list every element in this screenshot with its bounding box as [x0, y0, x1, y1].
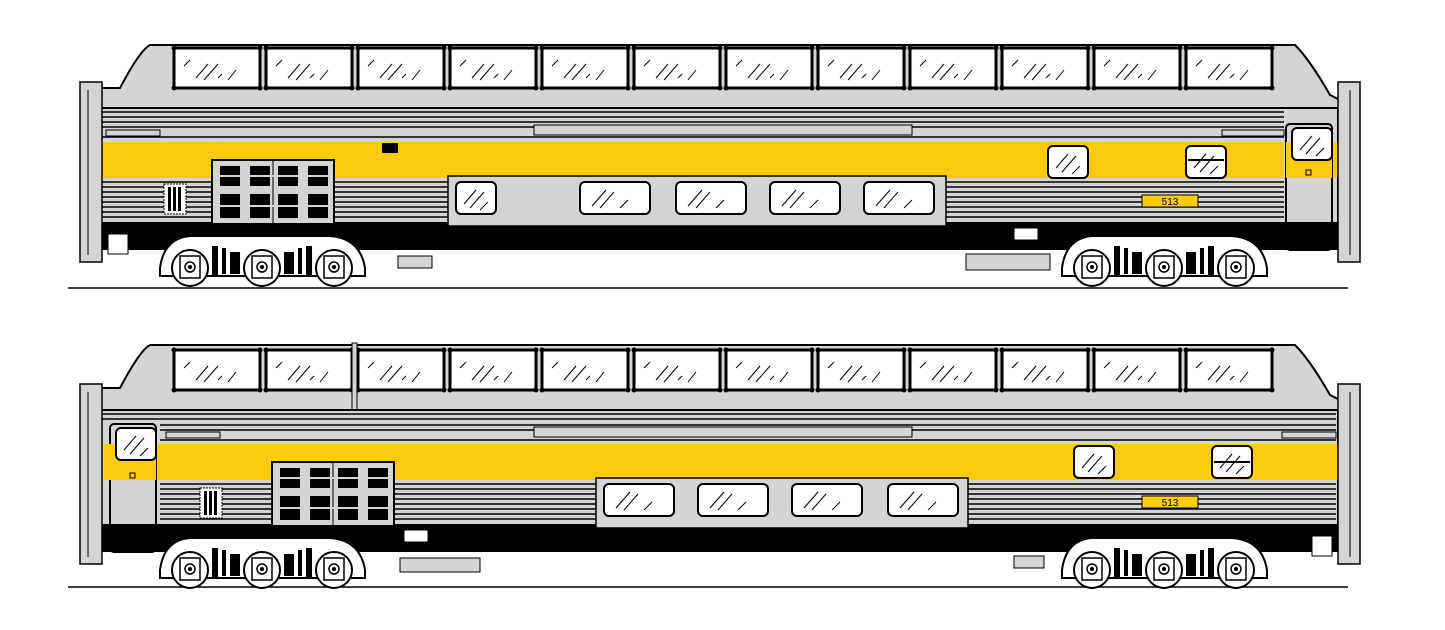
car-number: 513 — [1162, 498, 1179, 509]
truck-right — [1061, 537, 1268, 589]
upper-windows — [1047, 145, 1227, 179]
truck-right — [1061, 235, 1268, 287]
upper-windows — [1073, 445, 1253, 479]
baggage-door — [211, 159, 335, 225]
upper-fluting — [102, 111, 1284, 138]
car-number-plate: 513 — [1141, 194, 1199, 208]
end-diaphragm-right — [1337, 383, 1361, 565]
vent-grille — [163, 183, 187, 215]
end-diaphragm-left — [79, 81, 103, 263]
baggage-door — [271, 461, 395, 527]
truck-left — [159, 537, 366, 589]
car-number: 513 — [1162, 197, 1179, 208]
railcar-top: 513 — [68, 44, 1361, 289]
railcar-bottom: 513 — [68, 342, 1361, 589]
vestibule-door — [1285, 123, 1333, 251]
end-diaphragm-right — [1337, 81, 1361, 263]
vestibule-door — [106, 423, 157, 553]
truck-left — [159, 235, 366, 287]
end-diaphragm-left — [79, 383, 103, 565]
upper-fluting — [102, 413, 1336, 441]
vent-grille — [199, 487, 223, 519]
car-number-plate: 513 — [1141, 495, 1199, 509]
